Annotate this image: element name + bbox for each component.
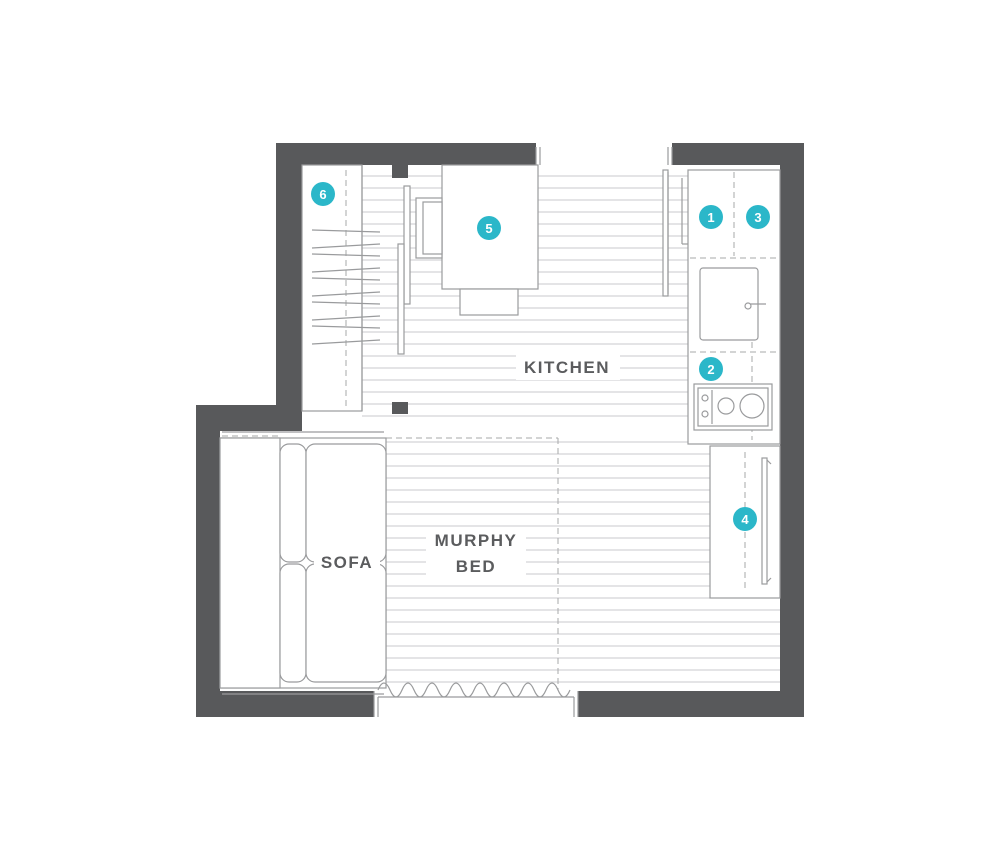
room-label-sofa: SOFA [321,553,373,572]
wall-top-stub [392,165,408,178]
sofa-back [219,437,281,689]
burner-large [739,393,765,419]
closet-hanger-line [311,267,381,273]
wall-step-stub [392,402,408,414]
wall-top-left [276,143,536,165]
badge-4-label: 4 [741,512,749,527]
kitchen-door [662,169,669,297]
wall-bottom-right [578,691,804,717]
wall-bottom-left [196,691,374,717]
wall-left-lower [196,405,220,717]
badge-3[interactable]: 3 [746,205,770,229]
closet-hanger-line [311,253,381,257]
closet [301,164,411,412]
sofa-label-bg [314,550,380,574]
closet-hanger-line [311,301,381,305]
burner-small [717,397,735,415]
room-label-murphy: MURPHY [435,531,518,550]
sofa-cushion-bottom [279,563,307,683]
walls [196,143,804,717]
badge-6[interactable]: 6 [311,182,335,206]
kitchen-label-bg [516,354,620,380]
closet-hanger-line [311,277,381,281]
sofa-cushion-top [279,443,307,563]
closet-hanger-line [311,315,381,321]
room-label-bed: BED [456,557,496,576]
wall-left-upper [276,143,302,413]
badge-1[interactable]: 1 [699,205,723,229]
badge-2-label: 2 [707,362,714,377]
badge-5[interactable]: 5 [477,216,501,240]
closet-hanger-line [311,229,381,233]
murphy-bed [386,437,559,690]
wall-right [780,143,804,717]
badge-2[interactable]: 2 [699,357,723,381]
badge-4[interactable]: 4 [733,507,757,531]
badge-6-label: 6 [319,187,326,202]
badge-1-label: 1 [707,210,714,225]
desk-chair-bottom [459,288,519,316]
sofa-seat-top [305,443,387,563]
sofa-seat-bottom [305,563,387,683]
closet-hangers [311,229,381,345]
closet-hanger-line [311,291,381,297]
room-label-kitchen: KITCHEN [524,358,610,377]
window-curtain [377,682,571,698]
wall-top-right [672,143,804,165]
closet-hanger-line [311,243,381,249]
badge-5-label: 5 [485,221,492,236]
desk-chair-back [422,201,443,255]
closet-hanger-line [311,339,381,345]
closet-hanger-line [311,325,381,329]
murphy-bed-label-bg [426,528,526,578]
badge-3-label: 3 [754,210,761,225]
